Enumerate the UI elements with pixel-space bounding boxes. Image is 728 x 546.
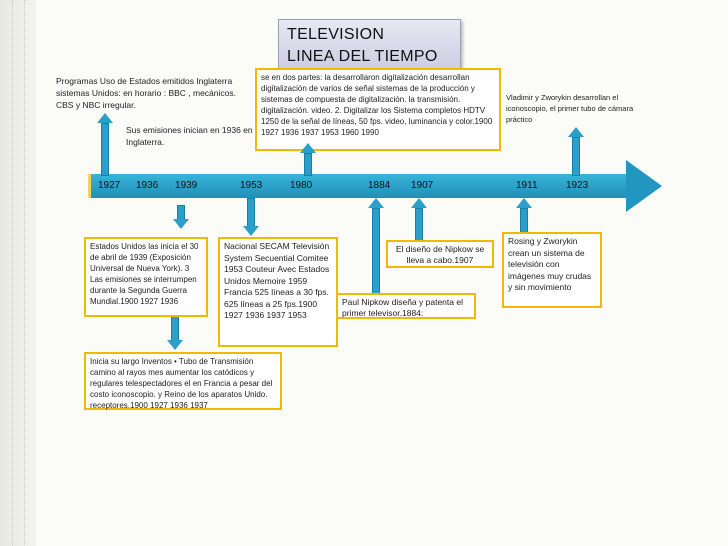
arrow-shaft (304, 153, 312, 176)
arrow-shaft (572, 137, 580, 176)
arrow-shaft (171, 315, 179, 342)
slide-left-frame (0, 0, 36, 546)
arrow-shaft (520, 208, 528, 234)
arrow-shaft (415, 208, 423, 242)
year-1923: 1923 (566, 180, 589, 191)
year-1907: 1907 (411, 180, 434, 191)
timeline-start-marker (88, 174, 91, 198)
event-box-iconoscopio: Vladimir y Zworykin desarrollan el icono… (506, 93, 634, 124)
year-1927: 1927 (98, 180, 121, 191)
arrow-up-icon (368, 198, 384, 208)
event-box-secam: Nacional SECAM Televisión System Secuent… (218, 237, 338, 347)
title-line-1: TELEVISION (287, 26, 385, 43)
arrow-up-icon (516, 198, 532, 208)
event-box-emisiones-1936: Sus emisiones inician en 1936 en Inglate… (126, 125, 253, 147)
year-1939: 1939 (175, 180, 198, 191)
arrow-shaft (247, 198, 255, 228)
title-box: TELEVISION LINEA DEL TIEMPO (278, 19, 461, 76)
frame-dotted-line (24, 0, 26, 546)
year-1911: 1911 (516, 180, 538, 191)
arrow-up-icon (300, 143, 316, 153)
arrow-shaft (101, 123, 109, 176)
event-box-inventos: Inicia su largo Inventos • Tubo de Trans… (84, 352, 282, 410)
frame-dotted-line (12, 0, 14, 546)
year-1953: 1953 (240, 180, 263, 191)
arrow-down-icon (243, 226, 259, 236)
arrow-up-icon (97, 113, 113, 123)
arrow-down-icon (173, 219, 189, 229)
title-line-2: LINEA DEL TIEMPO (287, 48, 438, 65)
event-box-nipkow-1907: El diseño de Nipkow se lleva a cabo.1907 (386, 240, 494, 268)
event-box-digitalizacion: se en dos partes: la desarrollaron digit… (255, 68, 501, 151)
arrow-shaft (372, 208, 380, 295)
year-1884: 1884 (368, 180, 391, 191)
year-1980: 1980 (290, 180, 313, 191)
event-box-estados-unidos-1939: Estados Unidos las inicia el 30 de abril… (84, 237, 208, 317)
event-box-rosing-zworykin: Rosing y Zworykin crean un sistema de te… (502, 232, 602, 308)
timeline-bar (91, 174, 636, 198)
arrow-up-icon (568, 127, 584, 137)
arrow-down-icon (167, 340, 183, 350)
timeline-arrowhead (626, 160, 662, 212)
event-box-nipkow-1884: Paul Nipkow diseña y patenta el primer t… (336, 293, 476, 319)
event-box-programas: Programas Uso de Estados emitidos Inglat… (56, 76, 236, 110)
arrow-up-icon (411, 198, 427, 208)
year-1936: 1936 (136, 180, 159, 191)
